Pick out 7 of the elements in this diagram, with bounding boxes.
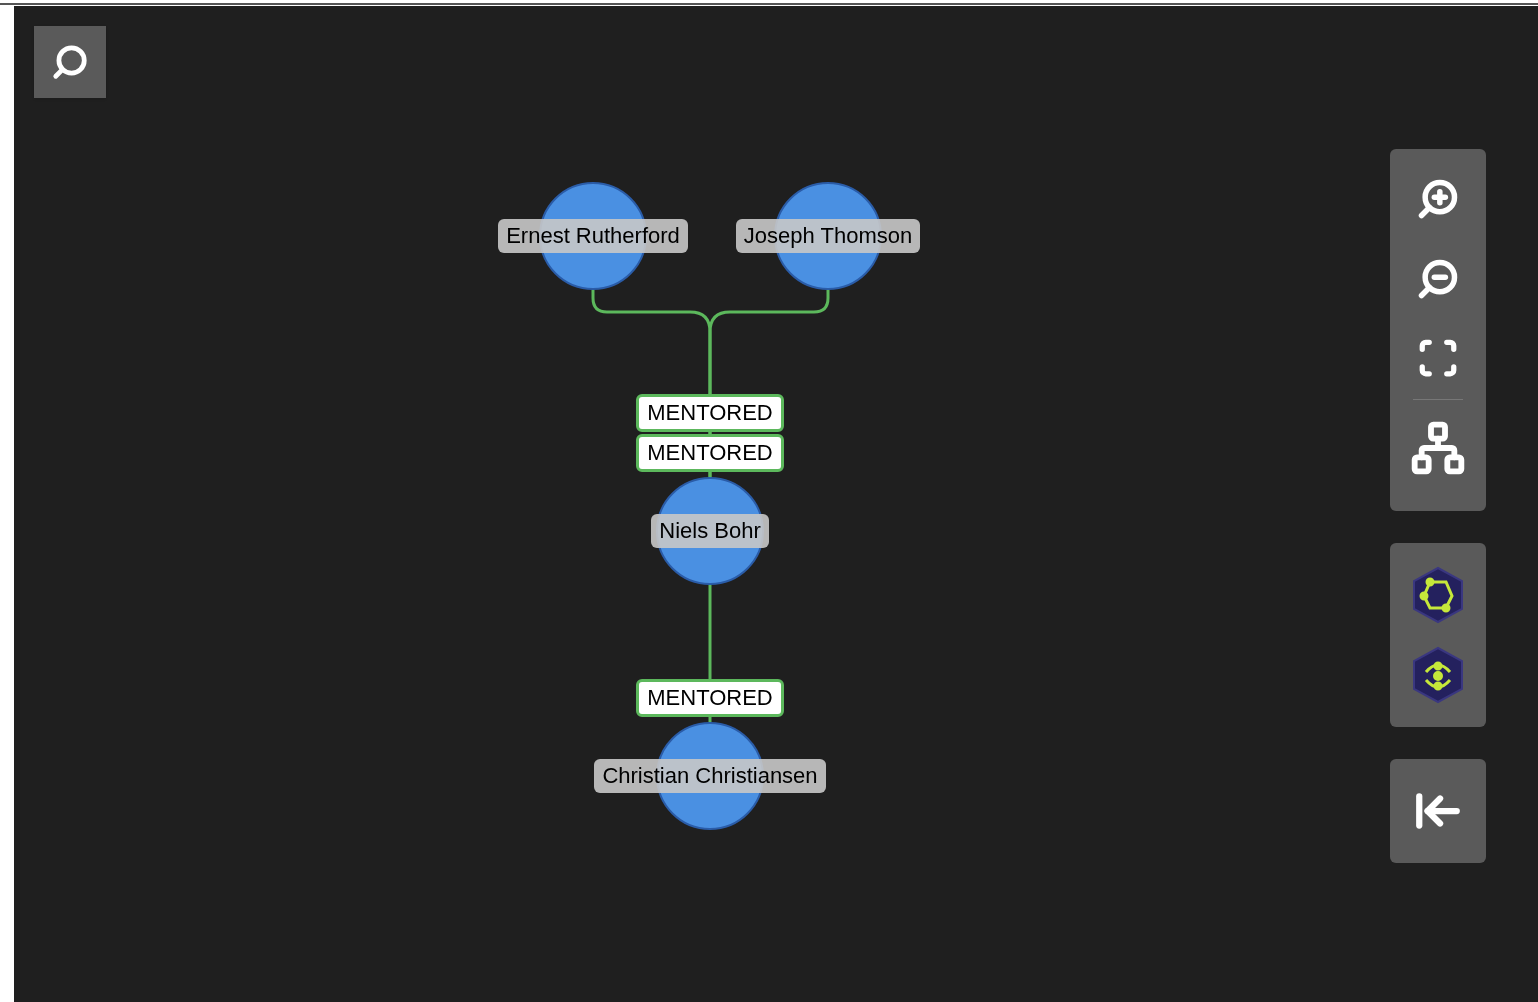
node-label: Niels Bohr	[651, 514, 769, 548]
edge-label: MENTORED	[636, 679, 784, 717]
node-label: Christian Christiansen	[594, 759, 826, 793]
edge-label: MENTORED	[636, 434, 784, 472]
node-label: Ernest Rutherford	[498, 219, 688, 253]
edge-label: MENTORED	[636, 394, 784, 432]
node-label: Joseph Thomson	[735, 219, 921, 253]
